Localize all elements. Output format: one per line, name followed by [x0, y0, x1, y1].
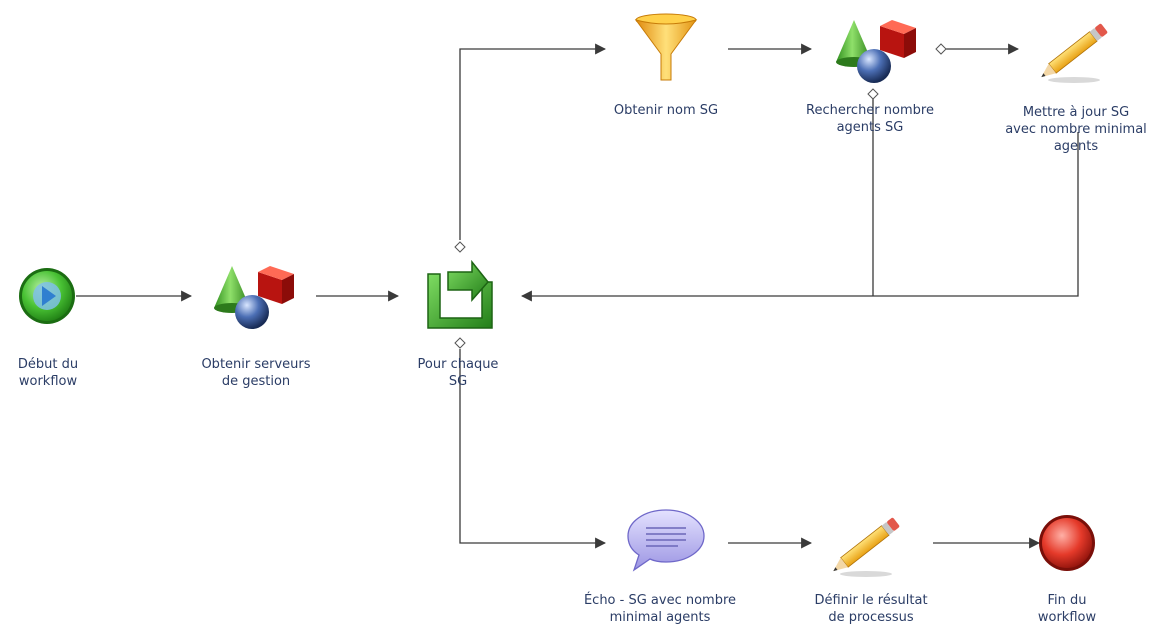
connector-handles	[454, 43, 947, 349]
connector-update-sg-return	[520, 132, 1079, 302]
pencil-icon	[1041, 23, 1108, 83]
label-update-sg: Mettre à jour SG avec nombre minimal age…	[1005, 105, 1147, 154]
diamond-handle-icon[interactable]	[935, 43, 947, 55]
shapes-icon	[836, 20, 916, 83]
update-sg-node[interactable]	[1038, 23, 1108, 83]
foreach-node[interactable]	[427, 259, 493, 329]
connector-foreach-to-echo	[459, 349, 607, 549]
loop-icon	[427, 259, 493, 329]
label-end: Fin du workflow	[1037, 593, 1097, 625]
label-get-name: Obtenir nom SG	[613, 103, 719, 118]
funnel-icon	[634, 13, 698, 81]
speech-bubble-icon	[627, 509, 705, 572]
diamond-handle-icon[interactable]	[454, 241, 466, 253]
pencil-icon	[833, 517, 900, 577]
label-search-count: Rechercher nombre agents SG	[806, 103, 934, 135]
echo-node[interactable]	[627, 509, 705, 572]
connector-foreach-to-get-name	[459, 43, 607, 240]
end-node[interactable]	[1039, 515, 1095, 571]
label-start: Début du workflow	[17, 357, 79, 389]
set-result-node[interactable]	[830, 517, 900, 577]
get-servers-node[interactable]	[214, 266, 294, 329]
diamond-handle-icon[interactable]	[454, 337, 466, 349]
label-get-servers: Obtenir serveurs de gestion	[201, 357, 311, 389]
end-circle-icon	[1039, 515, 1095, 571]
diamond-handle-icon[interactable]	[867, 88, 879, 100]
search-count-node[interactable]	[836, 20, 916, 83]
start-node[interactable]	[19, 268, 75, 324]
shapes-icon	[214, 266, 294, 329]
get-name-node[interactable]	[634, 13, 698, 81]
connectors	[76, 43, 1079, 549]
label-set-result: Définir le résultat de processus	[814, 593, 928, 625]
label-echo: Écho - SG avec nombre minimal agents	[583, 593, 737, 625]
start-circle-icon	[19, 268, 75, 324]
label-foreach: Pour chaque SG	[417, 357, 499, 389]
